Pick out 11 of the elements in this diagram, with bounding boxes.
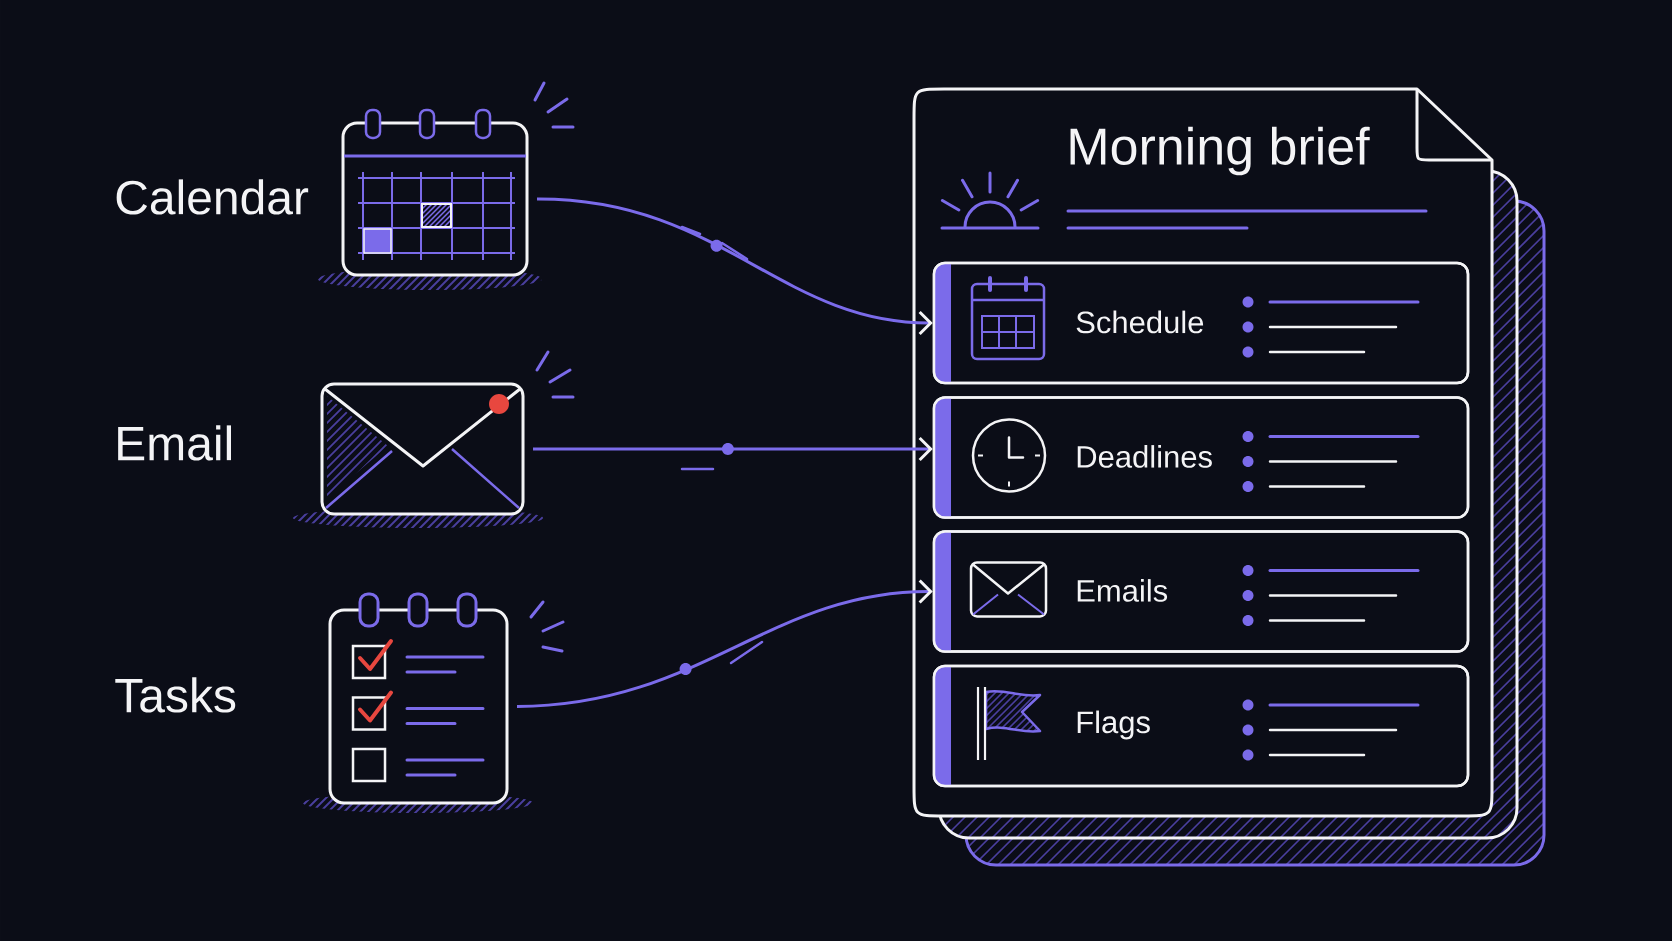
source-label: Email: [118, 425, 231, 461]
arrow: [536, 197, 933, 336]
section-title: Schedule: [1076, 310, 1204, 334]
arrow: [516, 579, 933, 708]
source-label: Calendar: [116, 179, 309, 215]
section-title: Flags: [1077, 710, 1150, 740]
section-title: Emails: [1077, 579, 1168, 602]
section-title: Deadlines: [1077, 445, 1212, 468]
heading: Morning brief: [1070, 126, 1370, 176]
source-label: Tasks: [115, 677, 236, 713]
arrow: [533, 436, 933, 462]
